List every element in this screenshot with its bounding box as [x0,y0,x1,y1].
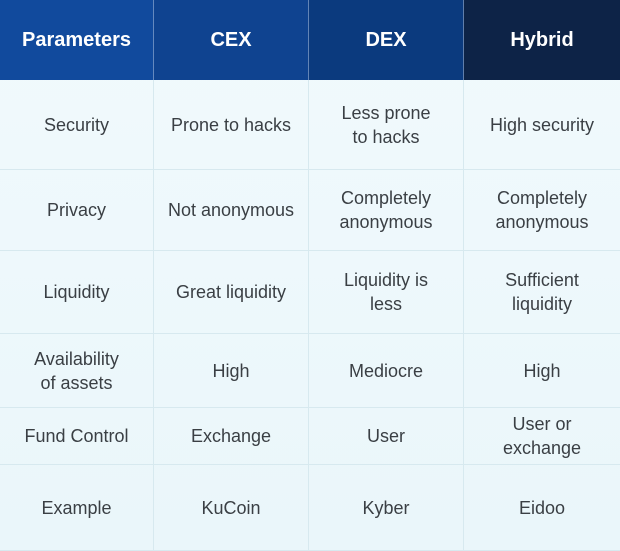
row-liquidity-hybrid: Sufficient liquidity [464,251,620,334]
row-fund-control-hybrid: User or exchange [464,408,620,465]
row-privacy-label: Privacy [0,170,154,251]
row-fund-control-label: Fund Control [0,408,154,465]
row-fund-control-cex: Exchange [154,408,309,465]
row-liquidity-label: Liquidity [0,251,154,334]
row-liquidity-cex: Great liquidity [154,251,309,334]
row-liquidity-dex: Liquidity is less [309,251,464,334]
row-security-hybrid: High security [464,80,620,170]
row-availability-dex: Mediocre [309,334,464,408]
row-example-hybrid: Eidoo [464,465,620,551]
row-availability-hybrid: High [464,334,620,408]
row-fund-control-dex: User [309,408,464,465]
row-availability-cex: High [154,334,309,408]
row-example-label: Example [0,465,154,551]
row-privacy-hybrid: Completely anonymous [464,170,620,251]
row-security-dex: Less prone to hacks [309,80,464,170]
header-parameters: Parameters [0,0,154,80]
row-privacy-cex: Not anonymous [154,170,309,251]
header-hybrid: Hybrid [464,0,620,80]
row-availability-label: Availability of assets [0,334,154,408]
row-example-dex: Kyber [309,465,464,551]
header-dex: DEX [309,0,464,80]
header-cex: CEX [154,0,309,80]
row-security-label: Security [0,80,154,170]
row-example-cex: KuCoin [154,465,309,551]
row-security-cex: Prone to hacks [154,80,309,170]
row-privacy-dex: Completely anonymous [309,170,464,251]
